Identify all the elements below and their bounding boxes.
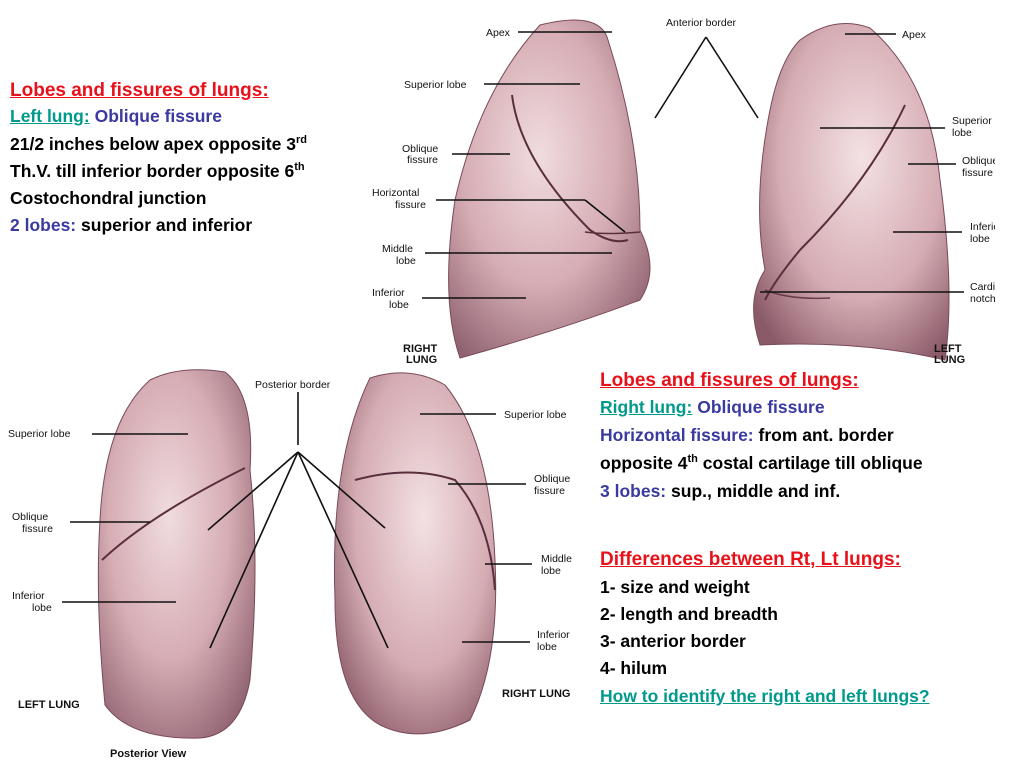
right-lung-horizontal: Horizontal fissure: from ant. border: [600, 423, 894, 448]
caption-posterior-left-lung: LEFT LUNG: [18, 699, 80, 711]
caption-left-lung-2: LUNG: [934, 354, 965, 366]
caption-right-lung-2: LUNG: [406, 354, 437, 366]
difference-item-4: 4- hilum: [600, 658, 668, 678]
left-lobes-label: 2 lobes:: [10, 215, 77, 235]
left-oblique-fissure: [764, 104, 906, 301]
left-notes-line2-sup: th: [294, 161, 305, 174]
left-lung-label: Left lung:: [10, 106, 90, 126]
label-middle-lobe-posterior-1: Middle: [541, 553, 572, 565]
label-oblique-fissure-posterior-left-1: Oblique: [12, 511, 48, 523]
difference-item-3: 3- anterior border: [600, 631, 746, 651]
right-lung-label: Right lung:: [600, 397, 693, 417]
label-superior-lobe-posterior-left: Superior lobe: [8, 428, 71, 440]
identify-lungs-link[interactable]: How to identify the right and left lungs…: [600, 686, 930, 706]
caption-left-lung-1: LEFT: [934, 343, 962, 355]
left-lung-posterior-shape: [97, 369, 256, 739]
right-lung-fissure1: Oblique fissure: [697, 397, 825, 417]
left-notes-heading: Lobes and fissures of lungs:: [10, 80, 269, 101]
right-notes-line-sup: th: [687, 453, 698, 466]
label-inferior-lobe-posterior-left-2: lobe: [32, 602, 52, 614]
right-lung-line: Right lung: Oblique fissure: [600, 395, 825, 420]
label-oblique-fissure-left-2: fissure: [407, 154, 438, 166]
left-posterior-oblique-fissure: [101, 467, 246, 561]
left-lobes-text: superior and inferior: [81, 215, 253, 235]
right-lobes-text: sup., middle and inf.: [671, 481, 841, 501]
left-notes-line1-text: 21/2 inches below apex opposite 3: [10, 134, 296, 154]
lateral-lungs-figure: Apex Anterior border Apex Superior lobe …: [372, 17, 995, 366]
label-cardiac-notch-1: Cardiac: [970, 281, 995, 293]
right-oblique-fissure: [511, 94, 629, 243]
label-oblique-fissure-right-2: fissure: [962, 167, 993, 179]
label-oblique-fissure-posterior-right-1: Oblique: [534, 473, 570, 485]
label-superior-lobe-left: Superior lobe: [404, 79, 467, 91]
caption-posterior-view: Posterior View: [110, 748, 187, 760]
right-notes-lobes: 3 lobes: sup., middle and inf.: [600, 479, 840, 504]
label-inferior-lobe-left-1: Inferior: [372, 287, 405, 299]
label-cardiac-notch-2: notch: [970, 293, 995, 305]
posterior-lungs-figure: Posterior border Superior lobe Oblique f…: [8, 369, 572, 760]
left-notes-line1: 21/2 inches below apex opposite 3rd: [10, 132, 307, 157]
label-horizontal-fissure-2: fissure: [395, 199, 426, 211]
right-notes-heading: Lobes and fissures of lungs:: [600, 370, 859, 391]
left-notes-line1-sup: rd: [295, 134, 307, 147]
left-notes-lobes: 2 lobes: superior and inferior: [10, 213, 252, 238]
right-notes-line: opposite 4th costal cartilage till obliq…: [600, 451, 923, 476]
label-inferior-lobe-left-2: lobe: [389, 299, 409, 311]
label-oblique-fissure-right-1: Oblique: [962, 155, 995, 167]
label-inferior-lobe-posterior-left-1: Inferior: [12, 590, 45, 602]
label-oblique-fissure-left-1: Oblique: [402, 143, 438, 155]
caption-right-lung-1: RIGHT: [403, 343, 438, 355]
caption-posterior-right-lung: RIGHT LUNG: [502, 688, 570, 700]
label-inferior-lobe-right-1: Inferior: [970, 221, 995, 233]
right-notes-line-a: opposite 4: [600, 453, 688, 473]
label-inferior-lobe-posterior-right-1: Inferior: [537, 629, 570, 641]
right-horizontal-label: Horizontal fissure:: [600, 425, 754, 445]
difference-item-1: 1- size and weight: [600, 577, 750, 597]
right-horizontal-fissure: [584, 231, 641, 235]
differences-heading: Differences between Rt, Lt lungs:: [600, 549, 901, 570]
label-superior-lobe-posterior-right: Superior lobe: [504, 409, 567, 421]
label-apex-right: Apex: [902, 29, 927, 41]
label-inferior-lobe-posterior-right-2: lobe: [537, 641, 557, 653]
left-lung-line: Left lung: Oblique fissure: [10, 104, 222, 129]
left-notes-line2-text: Th.V. till inferior border opposite 6: [10, 161, 295, 181]
right-lobes-label: 3 lobes:: [600, 481, 667, 501]
label-middle-lobe-posterior-2: lobe: [541, 565, 561, 577]
label-oblique-fissure-posterior-right-2: fissure: [534, 485, 565, 497]
label-apex-left: Apex: [486, 27, 511, 39]
label-inferior-lobe-right-2: lobe: [970, 233, 990, 245]
label-anterior-border: Anterior border: [666, 17, 737, 29]
label-middle-lobe-2: lobe: [396, 255, 416, 267]
right-lung-posterior-shape: [333, 372, 497, 735]
label-horizontal-fissure-1: Horizontal: [372, 187, 419, 199]
right-horizontal-text: from ant. border: [758, 425, 894, 445]
label-posterior-border: Posterior border: [255, 379, 331, 391]
difference-item-2: 2- length and breadth: [600, 604, 778, 624]
right-posterior-oblique-fissure: [354, 471, 496, 591]
right-lung-lateral-shape: [448, 19, 651, 359]
label-superior-lobe-right-1: Superior: [952, 115, 992, 127]
left-notes-line3: Costochondral junction: [10, 188, 207, 208]
label-superior-lobe-right-2: lobe: [952, 127, 972, 139]
left-notes-line2: Th.V. till inferior border opposite 6th: [10, 159, 305, 184]
right-notes-line-b: costal cartilage till oblique: [702, 453, 923, 473]
label-oblique-fissure-posterior-left-2: fissure: [22, 523, 53, 535]
label-middle-lobe-1: Middle: [382, 243, 413, 255]
left-lung-fissure: Oblique fissure: [94, 106, 222, 126]
